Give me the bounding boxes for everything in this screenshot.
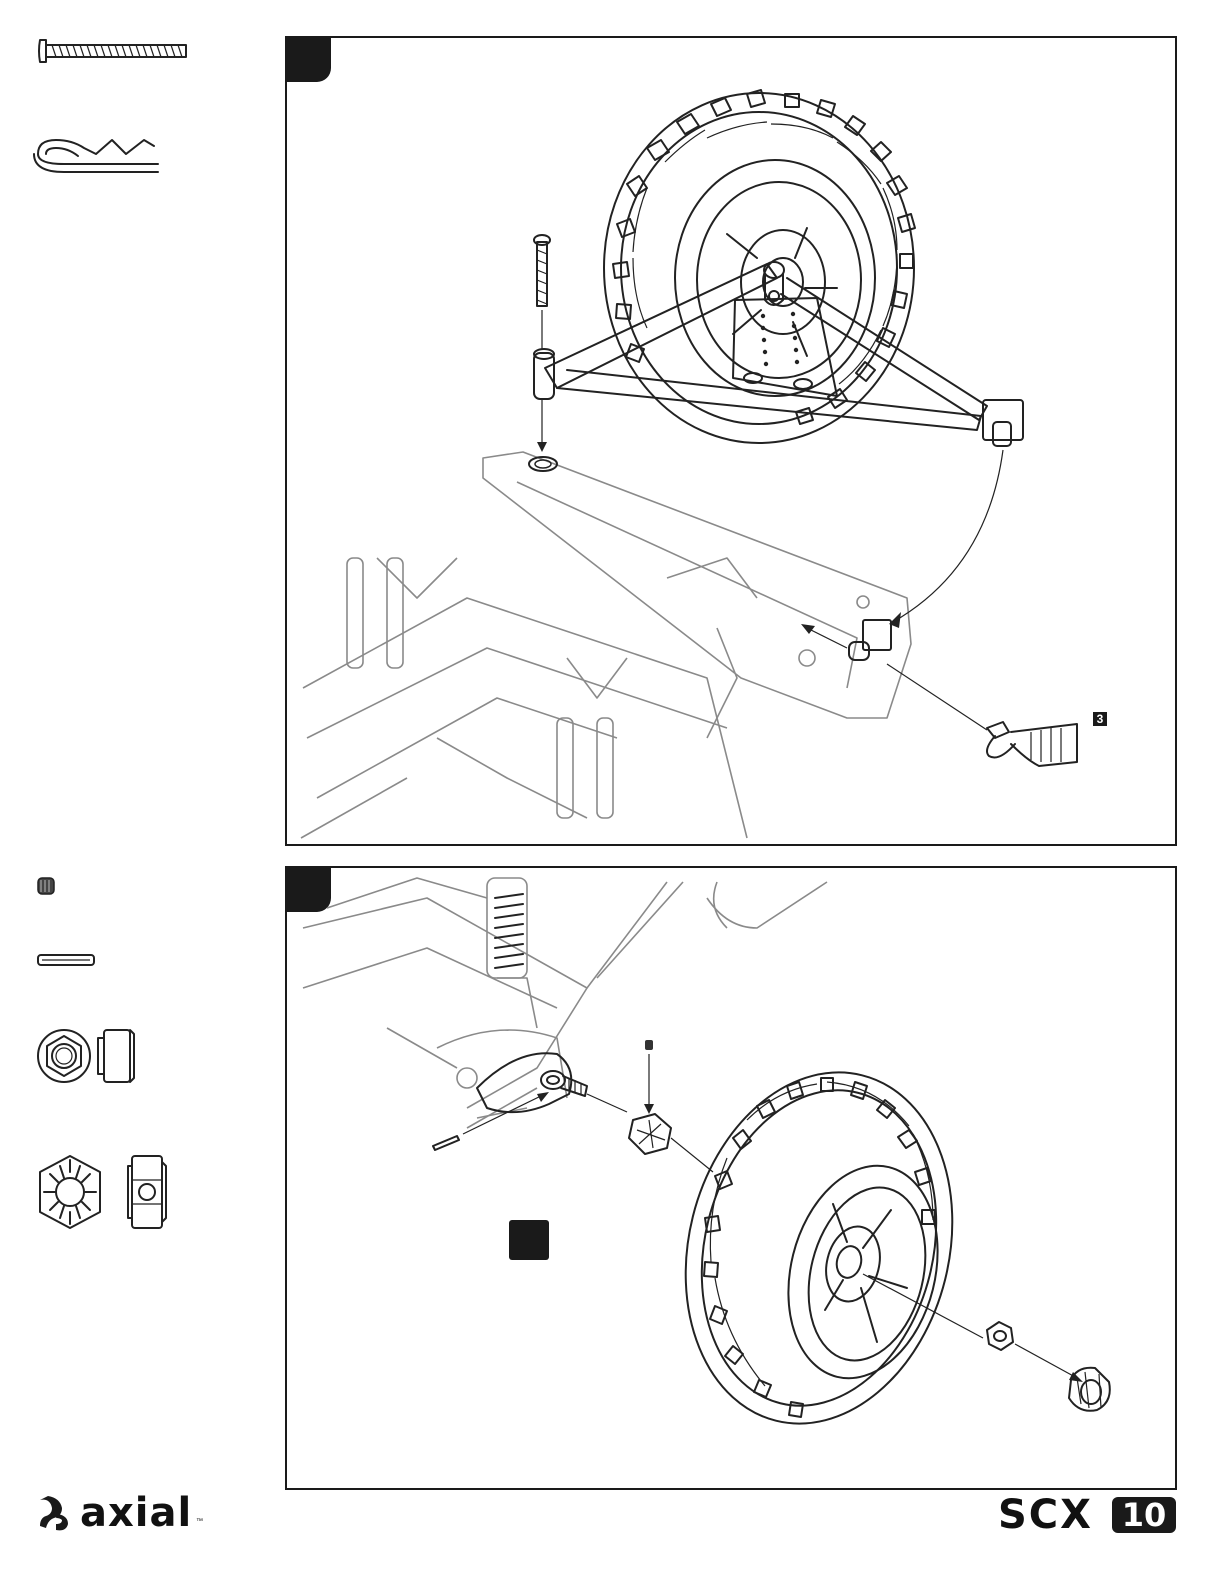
assembly-step-panel-1: 3 bbox=[285, 36, 1177, 846]
set-screw bbox=[645, 1040, 653, 1050]
model-number-badge: 10 bbox=[1112, 1497, 1176, 1533]
wheel-tire bbox=[650, 1044, 988, 1452]
set-screw-part-icon bbox=[36, 876, 58, 896]
body-clip-part-icon bbox=[34, 134, 164, 182]
flange-nut bbox=[987, 1322, 1013, 1350]
parts-callout-badge: 3 bbox=[1093, 712, 1107, 726]
coil-spring-ghost bbox=[495, 894, 523, 968]
axle-knuckle bbox=[477, 1053, 587, 1112]
flange-nut-part-icon bbox=[34, 1024, 144, 1088]
model-name: SCX bbox=[998, 1492, 1093, 1538]
screw-part-icon bbox=[36, 36, 196, 66]
hub-nut-part-icon bbox=[32, 1150, 172, 1240]
wheel-install-illustration bbox=[287, 868, 1179, 1492]
mount-screw bbox=[534, 235, 550, 306]
receiver-block bbox=[849, 620, 891, 660]
axial-logo-mark-icon bbox=[34, 1494, 74, 1534]
brand-wordmark: axial bbox=[80, 1490, 192, 1536]
spare-tire-mount-illustration bbox=[287, 38, 1179, 848]
parts-callout-badge bbox=[509, 1220, 549, 1260]
suspension-ghost bbox=[303, 878, 827, 1128]
tire-mount-bracket bbox=[534, 262, 1023, 446]
body-clip bbox=[987, 722, 1077, 766]
trademark-mark: ™ bbox=[196, 1518, 203, 1525]
drive-pin bbox=[433, 1136, 459, 1150]
pin-part-icon bbox=[36, 952, 98, 968]
assembly-step-panel-2 bbox=[285, 866, 1177, 1490]
chassis-ghost bbox=[301, 452, 911, 838]
hub-cap-nut bbox=[1069, 1368, 1110, 1411]
hex-hub bbox=[629, 1114, 671, 1154]
